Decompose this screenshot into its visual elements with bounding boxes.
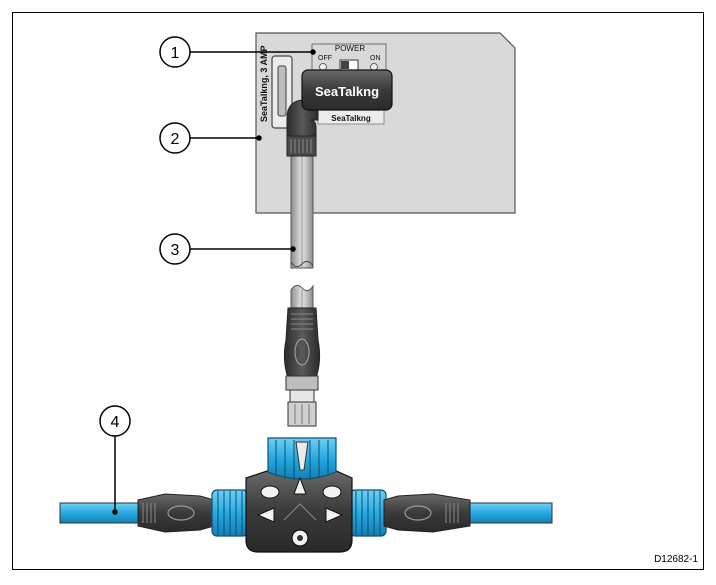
- side-label: SeaTalkng, 3 AMP: [259, 45, 269, 122]
- figure-id: D12682-1: [654, 554, 698, 565]
- spur-connector: [283, 307, 321, 427]
- off-label: OFF: [318, 55, 332, 62]
- power-label: POWER: [335, 44, 365, 53]
- arrow-up-icon: [293, 476, 307, 495]
- callout-4-label: 4: [111, 414, 120, 431]
- callout-2-label: 2: [171, 131, 180, 148]
- on-label: ON: [370, 55, 381, 62]
- t-piece: [245, 437, 353, 553]
- power-switch-knob: [341, 61, 349, 69]
- arrow-right-icon: [325, 507, 344, 523]
- callout-3: 3: [159, 233, 191, 265]
- callout-4: 4: [99, 405, 131, 437]
- socket-label: SeaTalkng: [331, 114, 371, 123]
- backbone-connector-left: [137, 489, 249, 537]
- callout-3-label: 3: [171, 242, 180, 259]
- callout-1: 1: [159, 36, 191, 68]
- right-angle-connector: SeaTalkng: [286, 69, 393, 157]
- callout-1-label: 1: [171, 45, 180, 62]
- backbone-connector-right: [349, 489, 471, 537]
- spur-cable-lower: [290, 284, 314, 311]
- callout-2: 2: [159, 122, 191, 154]
- connector-brand: SeaTalkng: [315, 84, 379, 99]
- leader-lines: [112, 49, 316, 515]
- arrow-left-icon: [256, 507, 275, 523]
